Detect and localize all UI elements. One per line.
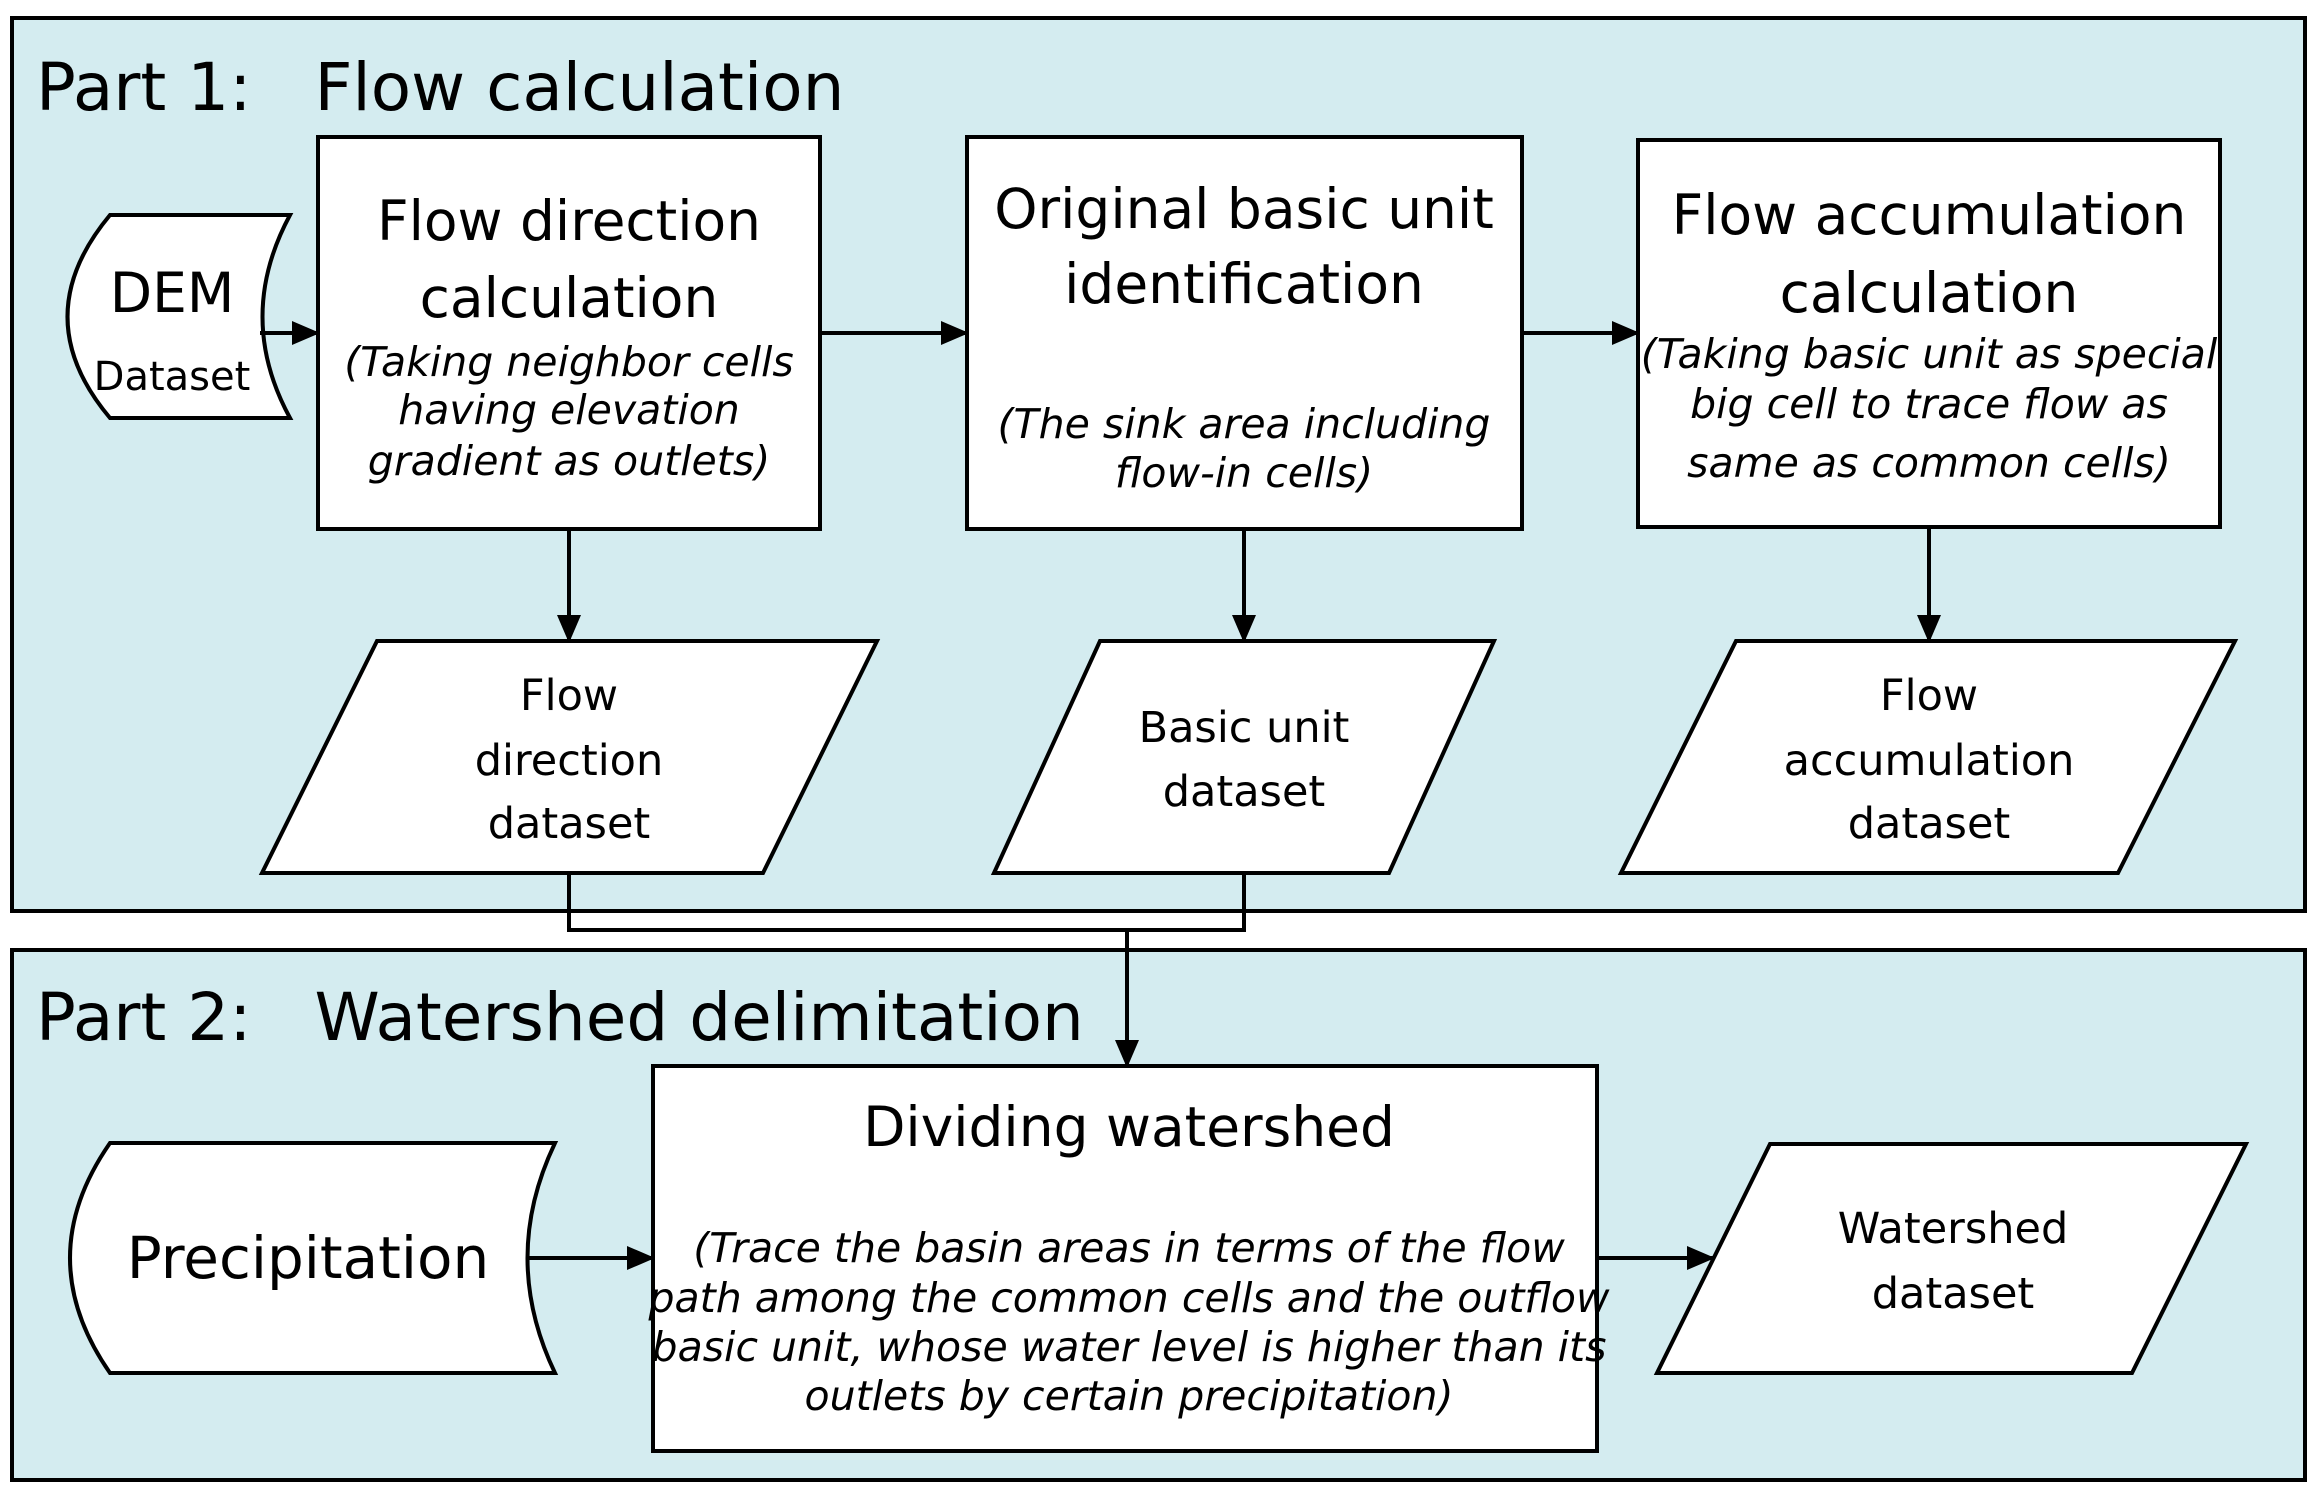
dividing-watershed-note-line-1: (Trace the basin areas in terms of the f… xyxy=(693,1224,1565,1272)
flow-accumulation-note-line-3: same as common cells) xyxy=(1687,439,2171,487)
dividing-watershed-box: Dividing watershed (Trace the basin area… xyxy=(647,1064,1610,1453)
dividing-watershed-note-line-4: outlets by certain precipitation) xyxy=(805,1372,1454,1420)
dem-sublabel: Dataset xyxy=(94,354,251,400)
flow-direction-calculation-box: Flow direction calculation (Taking neigh… xyxy=(316,135,822,531)
precipitation-label: Precipitation xyxy=(127,1224,490,1292)
basic-unit-dataset-node: Basic unit dataset xyxy=(990,639,1498,875)
precipitation-node: Precipitation xyxy=(68,1141,559,1375)
flow-accumulation-dataset-node: Flow accumulation dataset xyxy=(1617,639,2239,875)
basic-unit-note-line-1: (The sink area including xyxy=(998,400,1491,448)
part1-title: Part 1: Flow calculation xyxy=(36,49,844,126)
dividing-watershed-title: Dividing watershed xyxy=(863,1095,1395,1159)
basic-unit-note-line-2: flow-in cells) xyxy=(1115,449,1373,497)
flow-accumulation-dataset-line-2: accumulation xyxy=(1784,736,2075,786)
dem-dataset-node: DEM Dataset xyxy=(65,213,294,420)
connector-datasets-merge xyxy=(567,873,1246,932)
flow-direction-title-line-2: calculation xyxy=(420,266,719,330)
flow-direction-dataset-node: Flow direction dataset xyxy=(258,639,881,875)
watershed-dataset-node: Watershed dataset xyxy=(1653,1142,2250,1375)
watershed-dataset-line-1: Watershed xyxy=(1838,1204,2069,1254)
flow-direction-note-line-3: gradient as outlets) xyxy=(368,437,770,485)
watershed-dataset-line-2: dataset xyxy=(1872,1269,2035,1319)
flow-accumulation-note-line-1: (Taking basic unit as special xyxy=(1641,330,2218,378)
flow-accumulation-dataset-line-1: Flow xyxy=(1880,671,1978,721)
flow-accumulation-title-line-2: calculation xyxy=(1780,261,2079,325)
flow-accumulation-note-line-2: big cell to trace flow as xyxy=(1690,380,2168,428)
flow-accumulation-title-line-1: Flow accumulation xyxy=(1672,183,2187,247)
flow-direction-title-line-1: Flow direction xyxy=(377,189,761,253)
flow-direction-note-line-1: (Taking neighbor cells xyxy=(344,338,794,386)
flow-accumulation-dataset-line-3: dataset xyxy=(1848,799,2011,849)
flow-accumulation-calculation-box: Flow accumulation calculation (Taking ba… xyxy=(1636,138,2222,529)
flow-direction-note-line-2: having elevation xyxy=(398,386,740,434)
flow-direction-dataset-line-1: Flow xyxy=(520,671,618,721)
dividing-watershed-note-line-3: basic unit, whose water level is higher … xyxy=(652,1323,1607,1371)
basic-unit-dataset-line-2: dataset xyxy=(1163,767,1326,817)
basic-unit-title-line-2: identification xyxy=(1064,252,1424,316)
dividing-watershed-note-line-2: path among the common cells and the outf… xyxy=(647,1274,1610,1322)
basic-unit-identification-box: Original basic unit identification (The … xyxy=(965,135,1524,531)
flow-direction-dataset-line-2: direction xyxy=(475,736,663,786)
part2-title: Part 2: Watershed delimitation xyxy=(36,979,1084,1056)
basic-unit-title-line-1: Original basic unit xyxy=(994,177,1494,241)
dem-label: DEM xyxy=(110,261,235,325)
flow-direction-dataset-line-3: dataset xyxy=(488,799,651,849)
basic-unit-dataset-line-1: Basic unit xyxy=(1139,703,1350,753)
